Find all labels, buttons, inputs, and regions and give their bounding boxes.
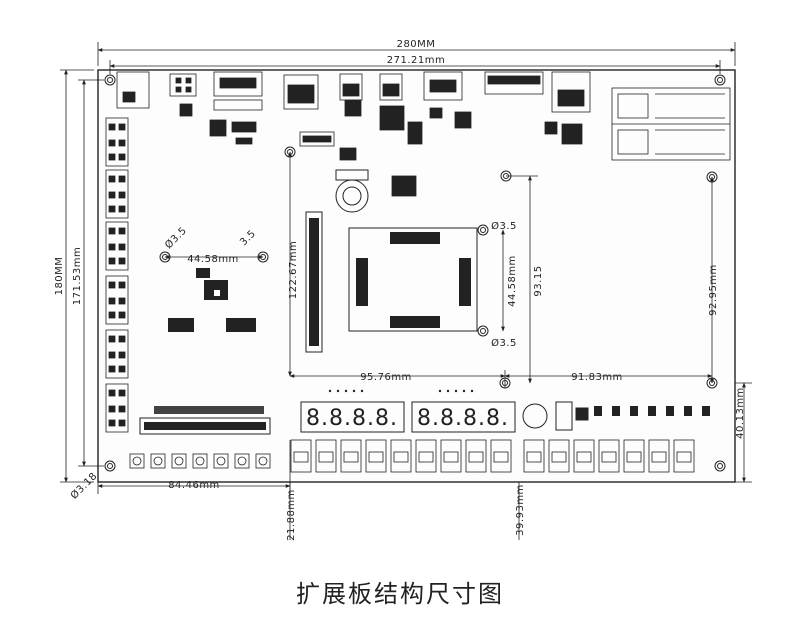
display-left-digits: 8.8.8.8.: [306, 406, 398, 431]
center-components: [168, 268, 256, 332]
sfp-cage: [611, 87, 731, 161]
left-connector-column: [105, 117, 129, 433]
hole-label-module-top: Ø3.5: [491, 220, 517, 232]
dim-socket-height: 122.67mm: [288, 241, 299, 299]
bottom-left-header: [139, 406, 271, 435]
dim-bottom-mid-b: 39.93mm: [515, 484, 526, 536]
dim-overall-height: 180MM: [54, 257, 65, 296]
dim-right-height: 92.95mm: [708, 264, 719, 316]
display-dots: [328, 389, 474, 393]
battery-holder: [335, 169, 369, 213]
dim-lower-right: 91.83mm: [571, 372, 623, 383]
dim-bottom-mid-a: 21.88mm: [286, 489, 297, 541]
hole-label-corner: Ø3.18: [68, 470, 100, 502]
dim-overall-width: 280MM: [397, 39, 436, 50]
dim-right-bottom: 40.13mm: [735, 387, 746, 439]
seven-segment-displays: [300, 401, 516, 433]
led-row: [594, 406, 710, 416]
bottom-buttons: [129, 453, 271, 469]
display-right-digits: 8.8.8.8.: [417, 406, 509, 431]
figure-caption: 扩展板结构尺寸图: [296, 580, 504, 608]
board-drawing: 8.8.8.8. 8.8.8.8.: [54, 39, 752, 541]
dim-module-height: 93.15: [533, 265, 544, 296]
bottom-terminals: [290, 439, 695, 473]
dim-module-hole: 44.58mm: [507, 255, 518, 307]
core-module: [348, 227, 478, 332]
dim-center-hole: 44.58mm: [187, 254, 239, 265]
dimension-lines: [60, 42, 752, 540]
buzzer: [522, 401, 589, 431]
hole-label-module-bottom: Ø3.5: [491, 337, 517, 349]
dim-lower-left: 95.76mm: [360, 372, 412, 383]
dim-bottom-left: 84.46mm: [168, 480, 220, 491]
dim-hole-height: 171.53mm: [72, 247, 83, 305]
top-components: [116, 71, 591, 197]
vertical-header: [305, 211, 323, 353]
dim-hole-width: 271.21mm: [387, 55, 445, 66]
